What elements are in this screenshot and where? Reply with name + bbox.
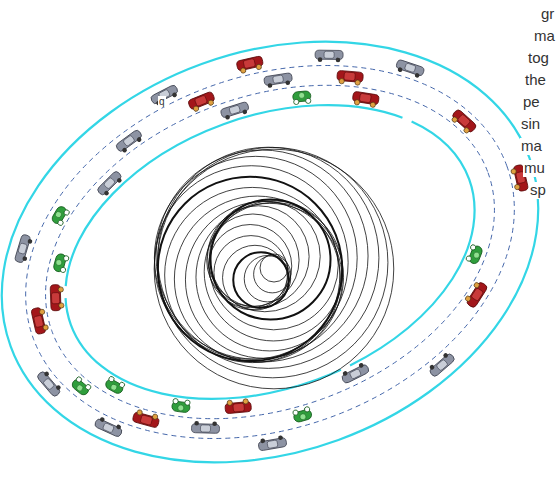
car xyxy=(257,435,287,451)
spiral-circles xyxy=(154,147,394,389)
car xyxy=(191,421,219,434)
car xyxy=(449,108,477,135)
text-fragment: sp xyxy=(529,182,547,199)
car xyxy=(395,59,425,79)
spiral-ring xyxy=(204,203,342,341)
text-fragment: mu xyxy=(523,160,546,177)
car xyxy=(264,73,293,89)
car xyxy=(115,129,145,155)
spiral-ring xyxy=(154,149,394,389)
small-mark: q xyxy=(158,96,166,107)
text-fragment: gr xyxy=(540,6,555,23)
spiral-ring xyxy=(233,252,289,308)
text-fragment: the xyxy=(524,72,547,89)
car xyxy=(96,170,124,198)
spiral-ring xyxy=(155,166,349,360)
car xyxy=(463,280,488,309)
car xyxy=(236,56,264,75)
car xyxy=(150,84,180,107)
car xyxy=(50,205,70,227)
car xyxy=(132,409,161,429)
car xyxy=(36,369,63,398)
inner-road-edge xyxy=(24,52,515,453)
car xyxy=(352,91,380,108)
car xyxy=(427,350,456,377)
spiral-ring xyxy=(209,225,292,308)
text-fragment: sin xyxy=(520,116,541,133)
car xyxy=(336,70,363,85)
car xyxy=(104,375,126,395)
car xyxy=(171,398,190,413)
car xyxy=(31,306,49,334)
car xyxy=(465,244,483,265)
spiral-ring xyxy=(260,254,288,282)
text-fragment: pe xyxy=(522,94,541,111)
car xyxy=(187,91,216,113)
car xyxy=(292,91,311,105)
car xyxy=(225,398,252,413)
car xyxy=(70,376,92,397)
car xyxy=(53,253,70,274)
lane-line xyxy=(0,26,541,478)
cars xyxy=(14,50,528,451)
text-fragment: ma xyxy=(533,28,556,45)
spiral-ring xyxy=(158,147,379,368)
text-fragment: ma xyxy=(520,138,543,155)
spiral-ring xyxy=(174,196,340,362)
car xyxy=(94,415,124,437)
car xyxy=(220,101,250,121)
car xyxy=(315,50,343,62)
car xyxy=(340,361,370,384)
car xyxy=(14,234,33,264)
car xyxy=(50,284,64,310)
car xyxy=(292,406,313,423)
text-fragment: tog xyxy=(527,50,550,67)
